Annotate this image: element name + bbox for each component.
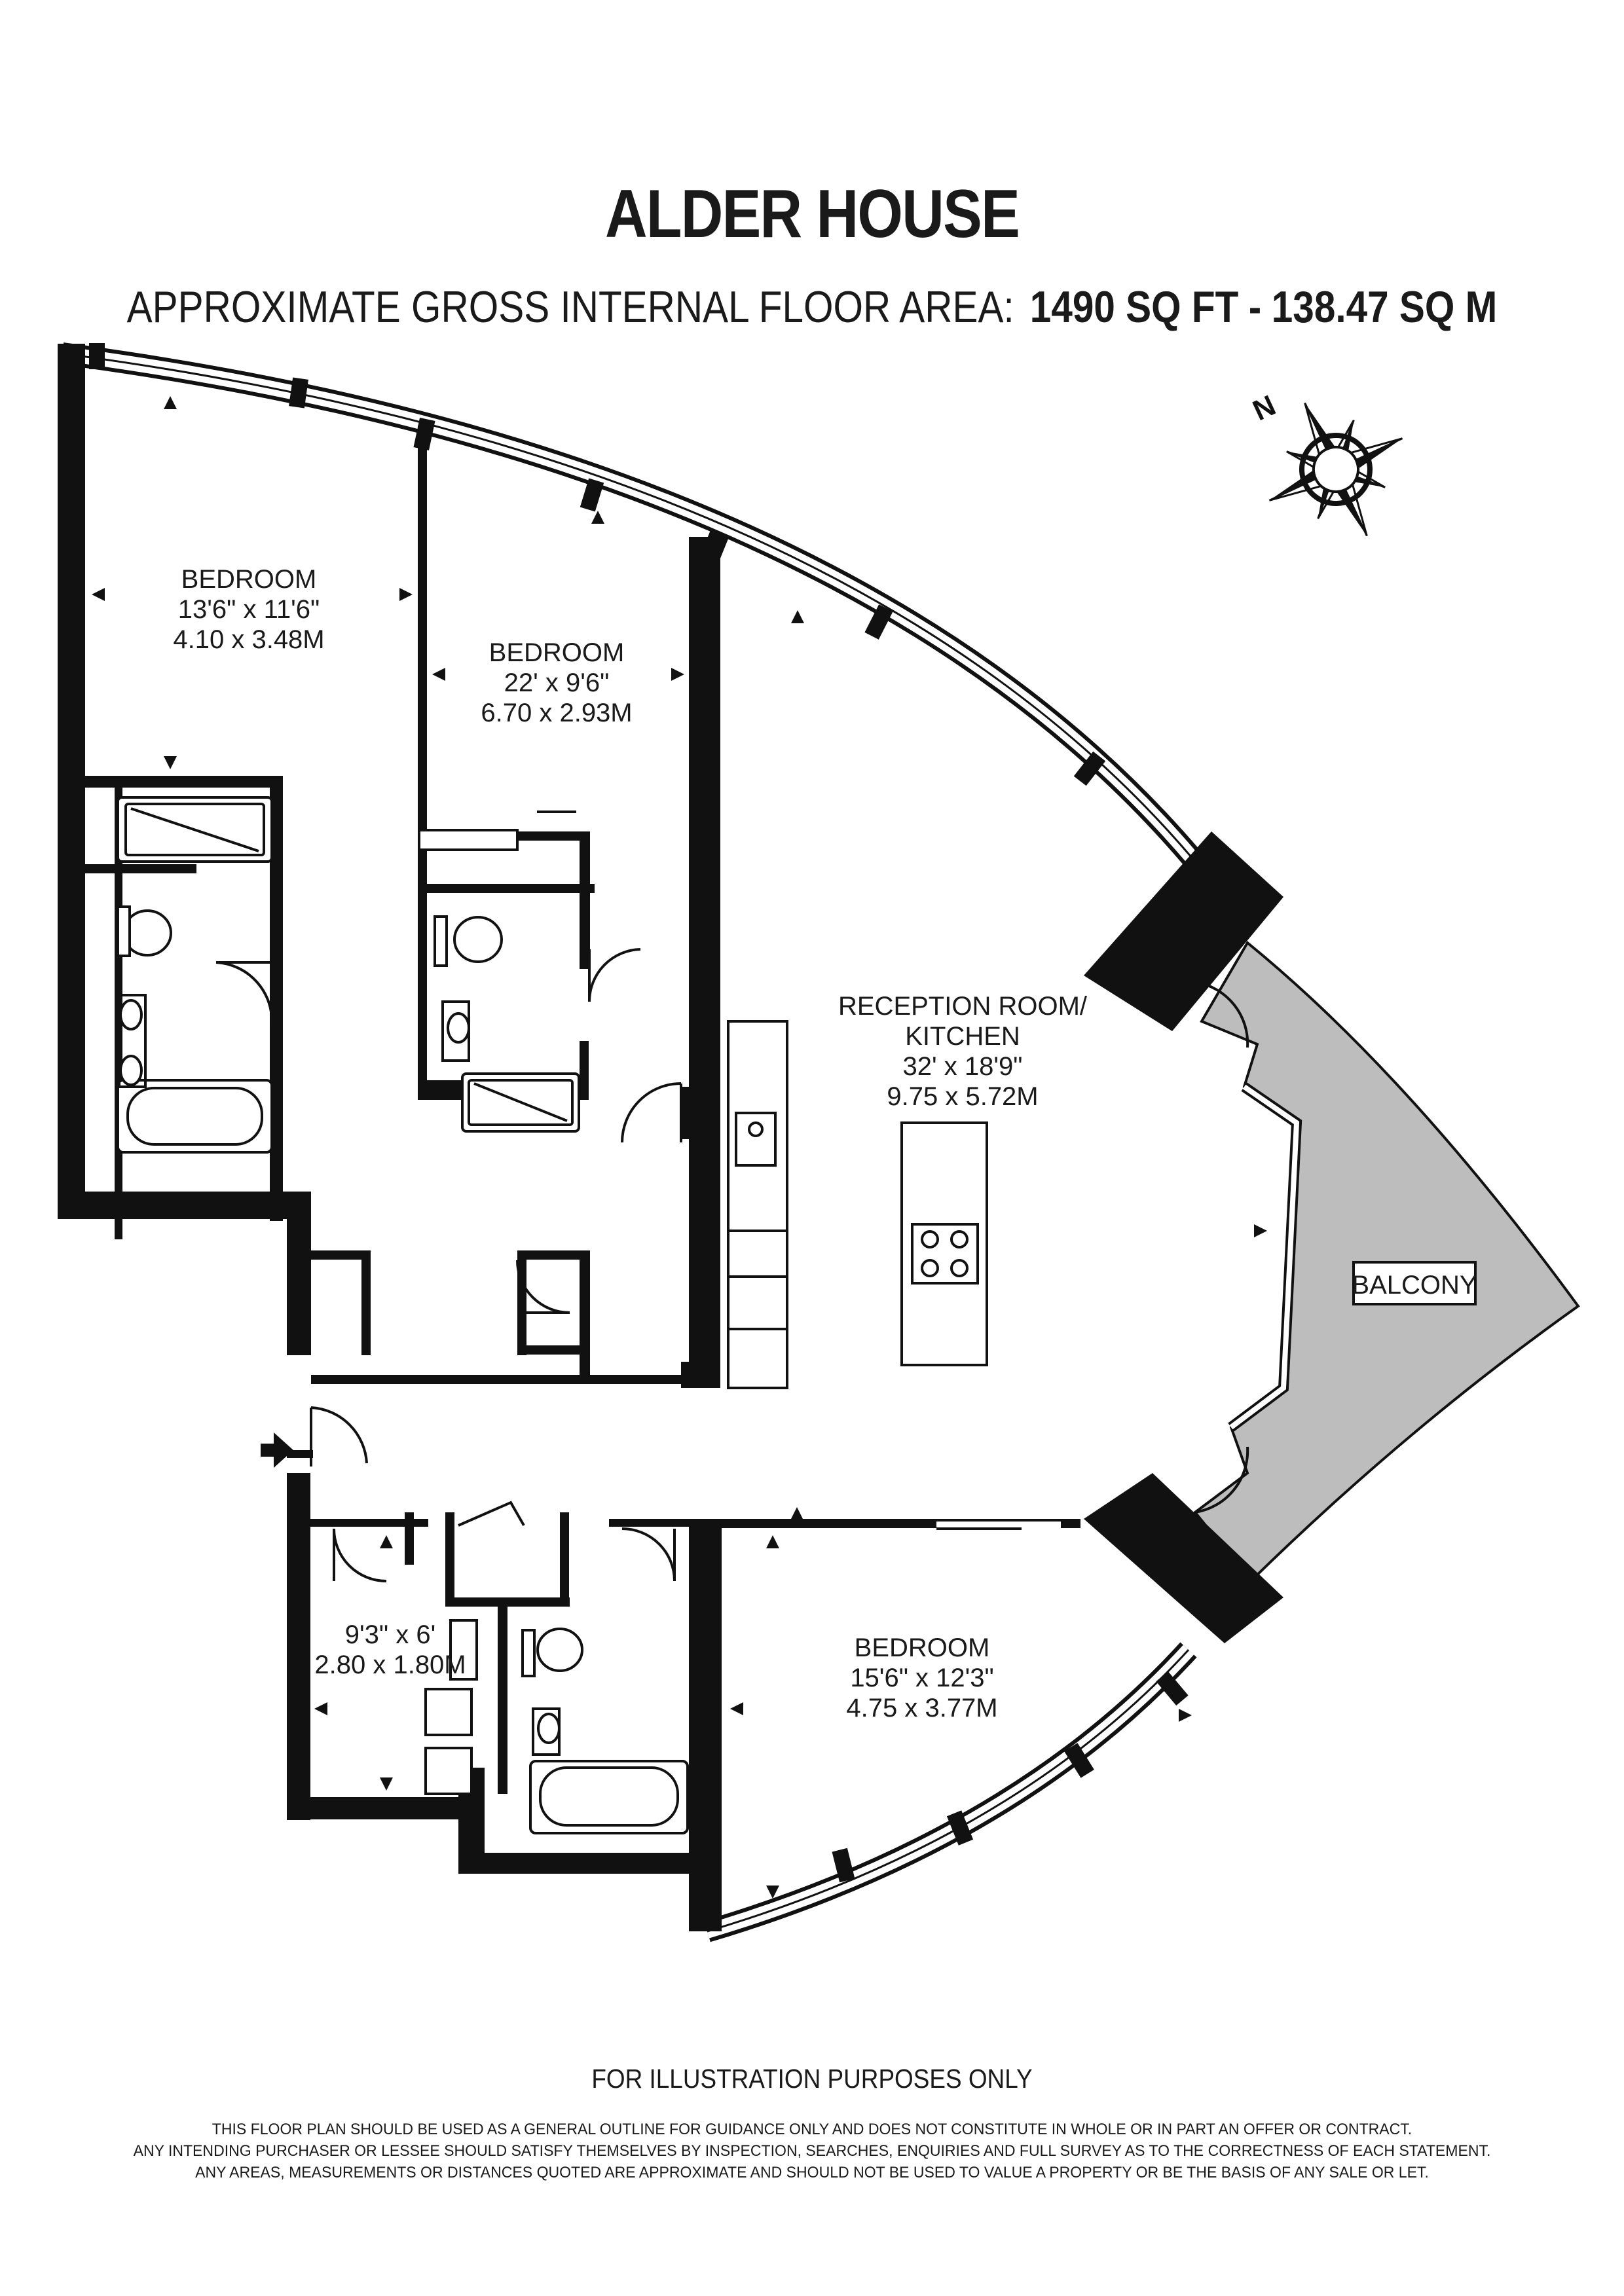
disclaimer-line: THIS FLOOR PLAN SHOULD BE USED AS A GENE…: [212, 2121, 1412, 2138]
kitchen-units: [727, 1020, 988, 1389]
floor-area-sqm: 138.47 SQ M: [1271, 282, 1498, 332]
reception-imperial: 32' x 18'9": [903, 1052, 1023, 1081]
balcony-glazing: [1228, 1082, 1302, 1432]
disclaimer-line: ANY INTENDING PURCHASER OR LESSEE SHOULD…: [133, 2142, 1491, 2160]
bedroom2-label: BEDROOM: [489, 638, 625, 667]
disclaimer: THIS FLOOR PLAN SHOULD BE USED AS A GENE…: [33, 2119, 1592, 2183]
floor-area-separator: -: [1248, 282, 1262, 332]
room-labels: BEDROOM 13'6" x 11'6" 4.10 x 3.48M BEDRO…: [173, 565, 1088, 1722]
bedroom3-imperial: 15'6" x 12'3": [850, 1664, 993, 1692]
bedroom2-metric: 6.70 x 2.93M: [481, 699, 632, 727]
reception-metric: 9.75 x 5.72M: [887, 1082, 1038, 1111]
balcony-label: BALCONY: [1352, 1271, 1477, 1300]
floor-area-label: APPROXIMATE GROSS INTERNAL FLOOR AREA:: [126, 282, 1014, 332]
entrance-arrow: [261, 1432, 293, 1468]
facade-mullions: [89, 343, 1189, 1883]
south-facade: [704, 1642, 1197, 1942]
sliding-screen: [936, 1519, 1061, 1530]
illustration-note: FOR ILLUSTRATION PURPOSES ONLY: [591, 2064, 1033, 2094]
balcony-label-box: BALCONY: [1352, 1261, 1477, 1305]
bedroom3-label: BEDROOM: [855, 1633, 990, 1662]
bedroom1-metric: 4.10 x 3.48M: [173, 625, 324, 654]
compass-rose: [1268, 402, 1403, 537]
bedroom2-imperial: 22' x 9'6": [504, 668, 610, 697]
plan-title: ALDER HOUSE: [604, 176, 1020, 252]
disclaimer-line: ANY AREAS, MEASUREMENTS OR DISTANCES QUO…: [195, 2164, 1429, 2181]
doors: [215, 948, 1249, 1582]
sanitary-fittings: [117, 796, 689, 1834]
floor-area-sqft: 1490 SQ FT: [1029, 282, 1239, 332]
dimension-markers: [92, 396, 1267, 1899]
bedroom1-imperial: 13'6" x 11'6": [178, 595, 320, 624]
bedroom3-metric: 4.75 x 3.77M: [846, 1694, 997, 1722]
study-metric: 2.80 x 1.80M: [314, 1650, 466, 1679]
reception-label-line2: KITCHEN: [905, 1022, 1020, 1051]
floor-area-line: APPROXIMATE GROSS INTERNAL FLOOR AREA: 14…: [114, 282, 1511, 333]
reception-label-line1: RECEPTION ROOM/: [838, 992, 1088, 1021]
compass-north-label: N: [1248, 389, 1281, 427]
bedroom1-label: BEDROOM: [181, 565, 317, 594]
study-imperial: 9'3" x 6': [345, 1620, 435, 1649]
